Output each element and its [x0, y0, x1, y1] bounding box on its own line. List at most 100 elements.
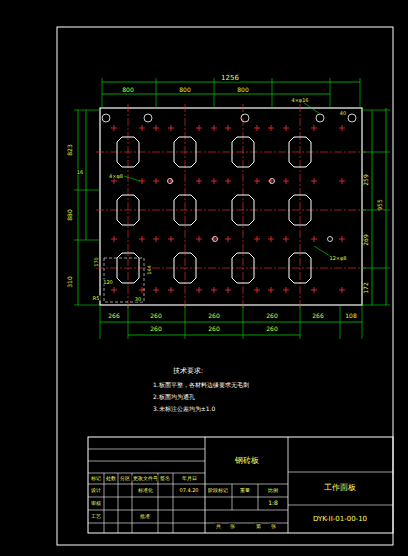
extension-line [243, 305, 244, 339]
hole-mark [171, 125, 172, 131]
mounting-hole [348, 114, 356, 122]
hole-mark [257, 125, 258, 131]
table-rule [118, 473, 119, 533]
hole-mark [171, 287, 172, 293]
hole-mark [156, 236, 157, 242]
centre-line [96, 268, 366, 269]
hole-mark [114, 178, 115, 184]
technical-note: 1.板面平整，各材料边缘要求无毛刺 [152, 382, 250, 388]
dimension-text: 1256 [220, 75, 240, 82]
dimension-text: 30 [134, 297, 142, 302]
title-block-cell: 钢砖板 [234, 457, 260, 465]
title-block-cell: 比例 [267, 488, 279, 493]
dimension-text: 4×φ16 [290, 98, 309, 103]
dimension-text: 16 [76, 170, 84, 175]
octagon-opening [232, 253, 254, 283]
dimension-line [386, 108, 387, 305]
centre-line [128, 104, 129, 309]
hole-mark [271, 125, 272, 131]
title-block-cell: 张 [229, 524, 236, 529]
title-block-cell: 阶段标记 [207, 488, 229, 493]
dimension-text: 260 [149, 313, 162, 319]
hole-mark [286, 287, 287, 293]
technical-note: 2.板面均为通孔 [152, 394, 196, 400]
hole-mark [314, 178, 315, 184]
mounting-hole [328, 237, 333, 242]
title-block-cell: 处数 [105, 476, 117, 481]
extension-line [362, 210, 390, 211]
table-rule [158, 473, 159, 533]
hole-mark [342, 287, 343, 293]
hole-mark [214, 125, 215, 131]
extension-line [74, 110, 100, 111]
hole-mark [142, 287, 143, 293]
title-block-cell: 标准化 [137, 488, 154, 493]
hole-mark [142, 178, 143, 184]
dimension-text: 40 [339, 111, 347, 116]
dimension-text: 800 [178, 87, 191, 93]
hole-mark [342, 125, 343, 131]
hole-mark [199, 125, 200, 131]
title-block-cell: 签名 [159, 476, 171, 481]
title-block-cell: 审核 [90, 501, 102, 506]
plate-outline [100, 108, 362, 305]
dimension-lines [74, 78, 390, 339]
hole-mark [156, 287, 157, 293]
title-block-cell: DYK-II-01-00-10 [312, 516, 368, 523]
hole-mark [114, 236, 115, 242]
title-block-cell: 批准 [139, 514, 151, 519]
hole-mark [342, 178, 343, 184]
extension-line [300, 305, 301, 339]
dimension-line [372, 110, 373, 305]
dimension-text: 108 [344, 313, 357, 319]
table-rule [205, 497, 288, 498]
extension-line [74, 305, 100, 306]
title-block-cell: 更改文件号 [132, 476, 159, 481]
table-rule [104, 473, 105, 533]
extension-line [362, 305, 363, 339]
hole-mark [228, 125, 229, 131]
hole-mark [156, 125, 157, 131]
sheet-border [57, 27, 393, 545]
table-rule [88, 484, 205, 485]
dimension-text: 266 [107, 313, 120, 319]
octagon-opening [174, 137, 196, 167]
title-block-cell: 标记 [90, 476, 102, 481]
dimension-text: 260 [207, 326, 220, 332]
dimension-text: 144 [147, 264, 152, 276]
octagon-opening [174, 253, 196, 283]
extension-line [360, 78, 361, 108]
leader-line [124, 176, 140, 181]
dimension-text: 259 [363, 173, 369, 186]
extension-line [330, 78, 331, 108]
hole-mark [156, 178, 157, 184]
extension-line [102, 78, 103, 108]
table-rule [232, 484, 233, 510]
table-rule [205, 510, 288, 511]
title-block-cell: 工作面板 [323, 484, 357, 492]
octagon-opening [289, 195, 311, 225]
hole-mark [314, 287, 315, 293]
mounting-hole [168, 179, 173, 184]
hole-mark [342, 236, 343, 242]
dimension-text: 269 [363, 233, 369, 246]
hole-mark [228, 178, 229, 184]
title-block-cell: 第 [255, 524, 262, 529]
centre-lines [96, 104, 366, 309]
dimension-line [78, 110, 79, 305]
dimension-text: R5 [92, 296, 101, 301]
dimension-text: 880 [67, 208, 73, 221]
title-block-cell: 张 [270, 524, 277, 529]
hole-mark [199, 287, 200, 293]
hole-mark [286, 236, 287, 242]
title-block-cell: 设计 [90, 488, 102, 493]
dimension-line [100, 322, 362, 323]
extension-line [156, 78, 157, 108]
extension-line [100, 305, 101, 339]
centre-line [96, 210, 366, 211]
hole-mark [271, 236, 272, 242]
centre-line [300, 104, 301, 309]
title-block-cell: 年月日 [181, 476, 198, 481]
title-block-grid [88, 437, 393, 533]
extension-line [362, 110, 390, 111]
